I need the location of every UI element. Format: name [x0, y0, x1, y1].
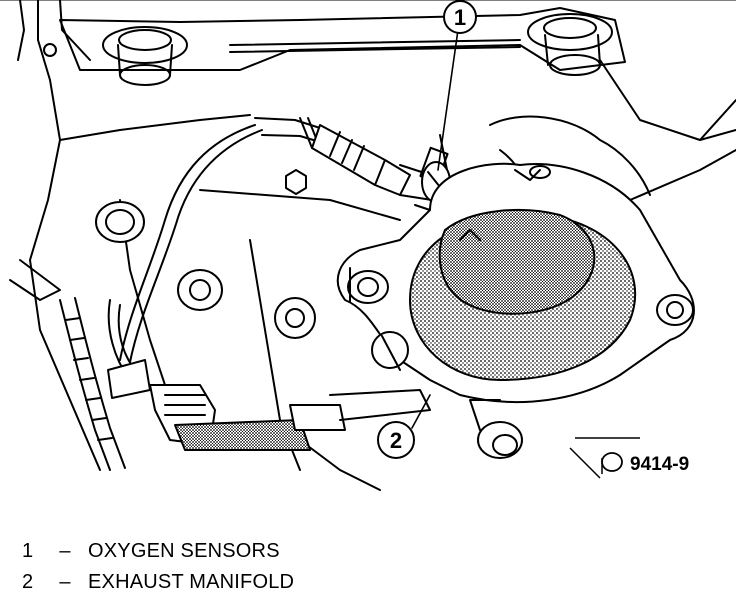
callout-1: 1: [443, 0, 477, 34]
figure-id-block: 9414-9: [569, 437, 689, 479]
legend-item: 1 – OXYGEN SENSORS: [22, 540, 722, 571]
legend-separator: –: [59, 540, 71, 562]
oxygen-sensor: [311, 124, 451, 211]
exhaust-manifold-illustration: 1 2 9414-9: [0, 0, 736, 491]
legend-text: EXHAUST MANIFOLD: [88, 571, 295, 593]
figure-id: 9414-9: [630, 454, 689, 475]
callout-2: 2: [377, 421, 415, 459]
callout-2-number: 2: [390, 428, 402, 453]
engine-block: [0, 0, 736, 491]
wiring-connector: [107, 359, 431, 451]
exhaust-manifold: [336, 115, 695, 403]
legend-number: 1: [22, 540, 34, 562]
legend-text: OXYGEN SENSORS: [88, 540, 280, 562]
grommet-left: [102, 26, 188, 86]
callout-legend: 1 – OXYGEN SENSORS 2 – EXHAUST MANIFOLD: [22, 540, 722, 602]
legend-separator: –: [59, 571, 71, 593]
lower-harness: [9, 259, 126, 471]
legend-item: 2 – EXHAUST MANIFOLD: [22, 571, 722, 602]
oxygen-sensor-wire: [107, 117, 321, 391]
bracket-bolt: [43, 43, 307, 195]
callout-1-number: 1: [454, 5, 466, 30]
mounting-bracket: [59, 7, 626, 71]
legend-number: 2: [22, 571, 34, 593]
engine-studs: [95, 201, 523, 459]
leader-lines: [411, 29, 459, 429]
grommet-right: [527, 13, 613, 76]
